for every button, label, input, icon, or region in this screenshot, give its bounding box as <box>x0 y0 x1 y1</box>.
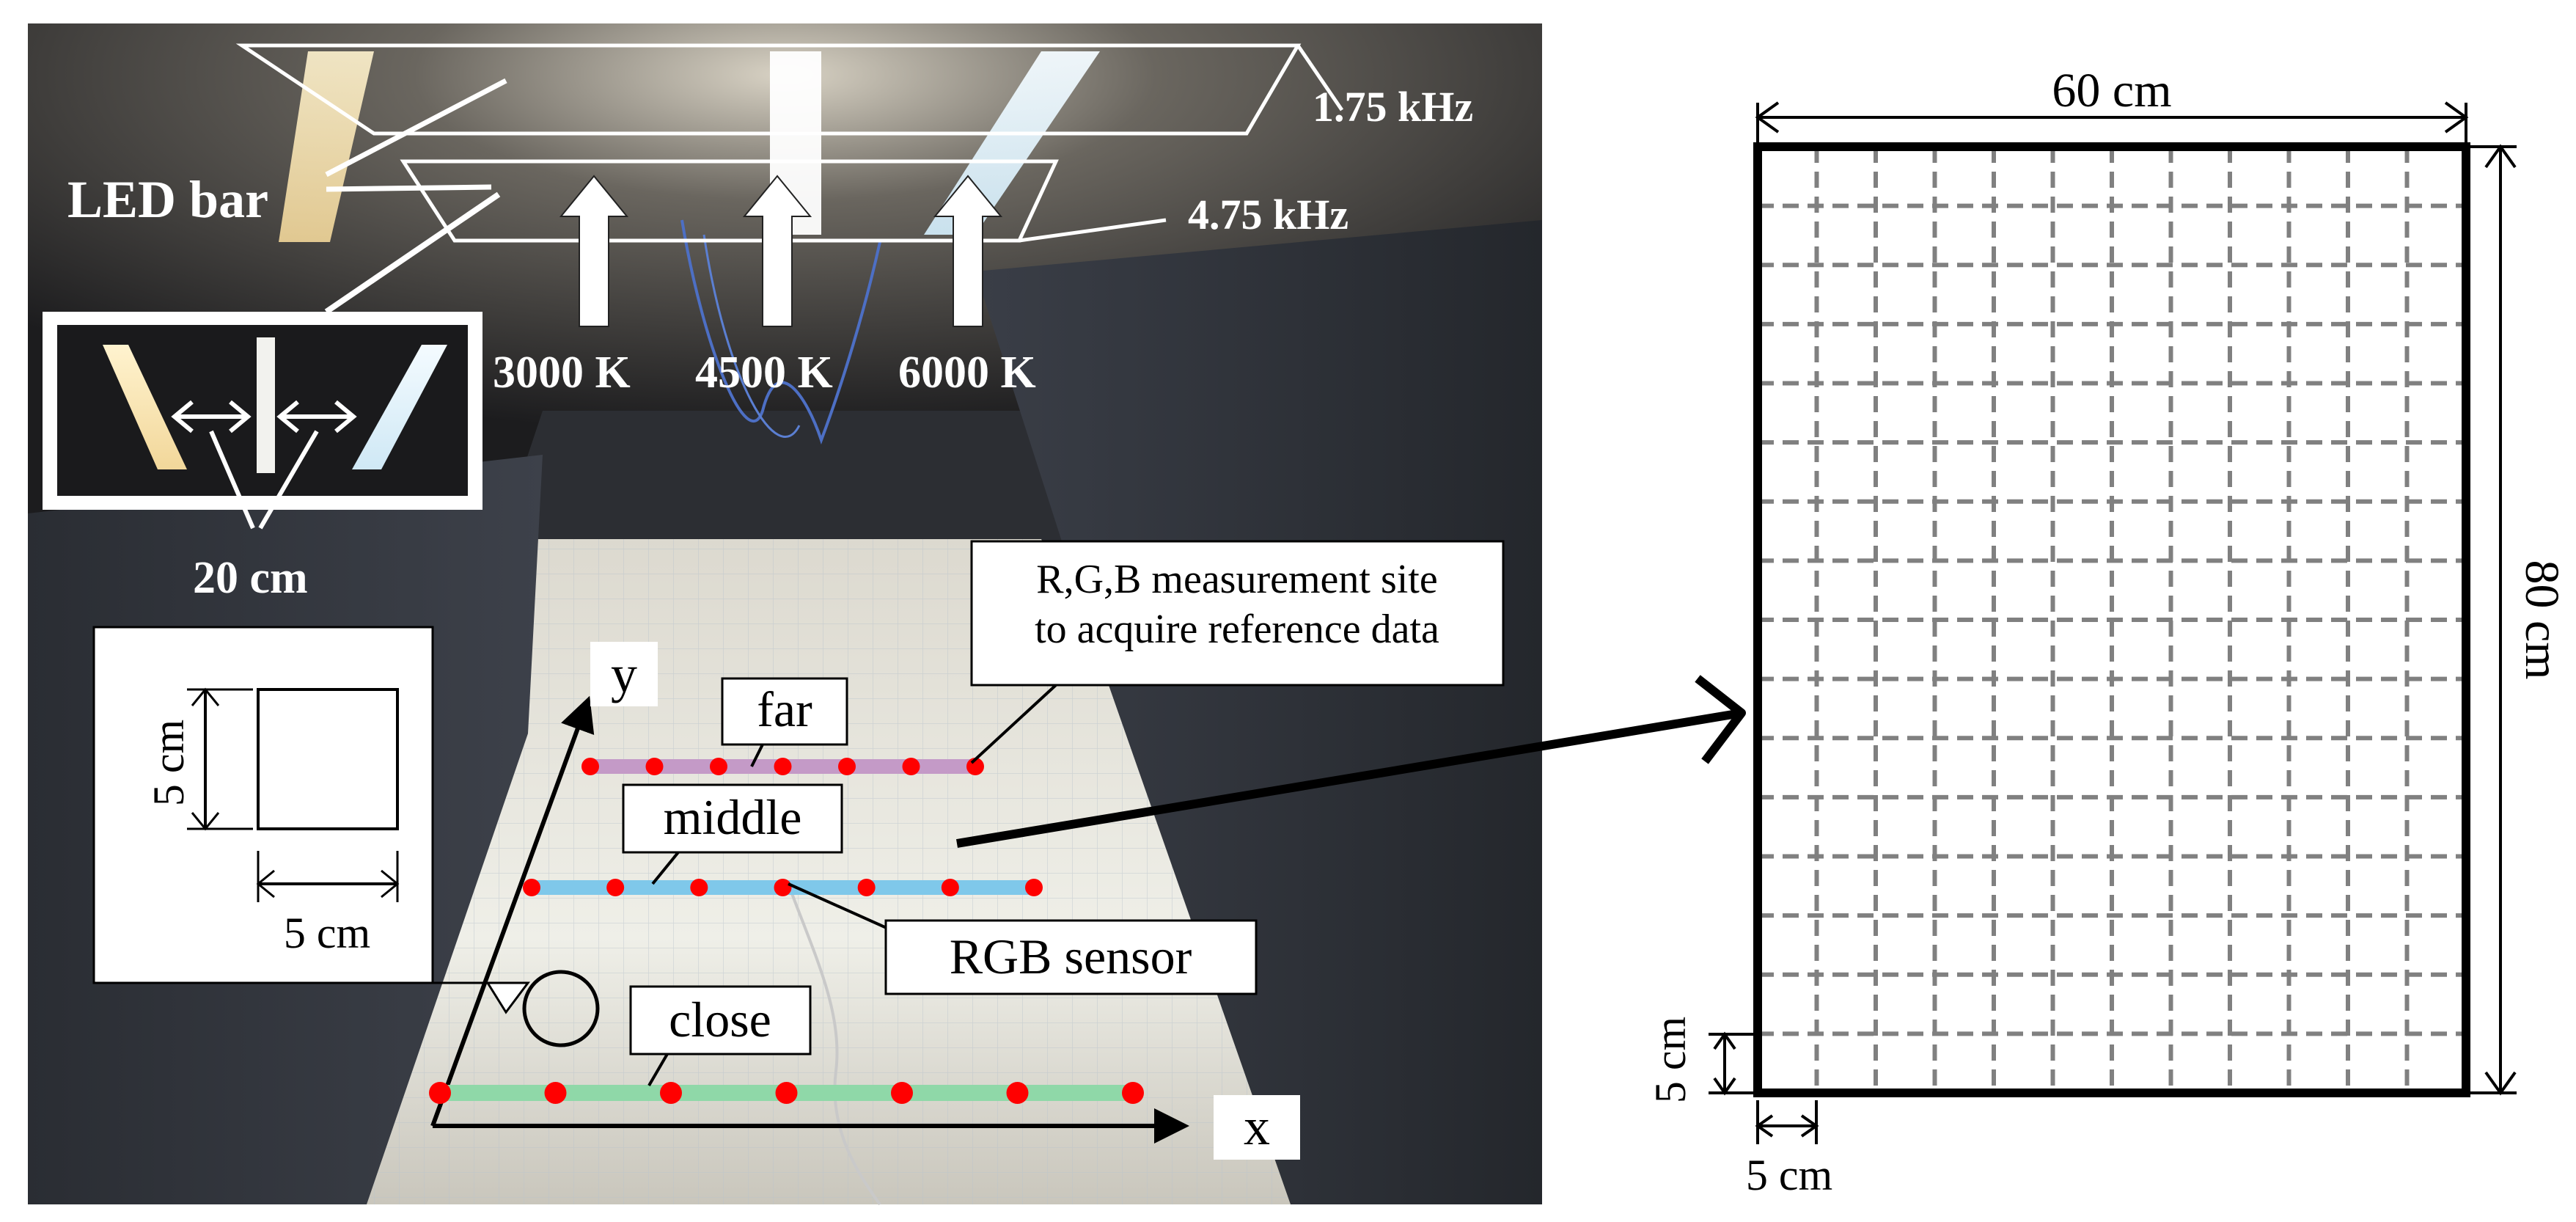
square-height-label: 5 cm <box>144 720 193 806</box>
plane-1-75khz <box>235 43 1302 136</box>
measurement-point <box>891 1082 913 1104</box>
far-label-box <box>721 677 848 746</box>
dim-arrowhead <box>1713 1077 1736 1096</box>
measurement-point <box>774 758 792 775</box>
measurement-callout-box <box>970 540 1505 687</box>
close-leader <box>647 1053 669 1087</box>
up-arrow-3000k <box>559 175 629 327</box>
measurement-rows <box>429 758 1144 1104</box>
inset-led-cool <box>352 345 447 469</box>
measurement-point <box>966 758 984 775</box>
frequency-bottom-label: 4.75 kHz <box>1188 191 1348 238</box>
color-temp-4500k: 4500 K <box>695 348 833 398</box>
inset-spacing-arrows <box>171 400 357 530</box>
measurement-point <box>690 879 708 896</box>
led-bar-leader-2 <box>326 184 492 192</box>
width-label: 60 cm <box>2052 64 2171 117</box>
frequency-top-label: 1.75 kHz <box>1313 83 1473 131</box>
sensor-leader <box>788 882 895 933</box>
measurement-point <box>1122 1082 1144 1104</box>
measurement-point <box>606 879 625 896</box>
cables <box>702 234 801 438</box>
measurement-point <box>902 758 920 775</box>
grid-outer-border <box>1753 142 2470 1097</box>
close-label: close <box>669 992 771 1047</box>
dim-arrowhead <box>1755 101 1780 133</box>
middle-label: middle <box>664 789 802 845</box>
dim-arrowhead <box>2484 1071 2517 1096</box>
measurement-point <box>660 1082 682 1104</box>
measurement-callout-line-2: to acquire reference data <box>1035 607 1439 652</box>
measurement-point <box>544 1082 567 1104</box>
color-temp-6000k: 6000 K <box>898 348 1036 398</box>
x-axis-label: x <box>1244 1097 1270 1156</box>
dim-arrowhead <box>381 869 400 899</box>
close-label-box <box>629 985 812 1055</box>
y-axis-label: y <box>611 645 637 703</box>
measurement-callout-line-1: R,G,B measurement site <box>1036 557 1437 602</box>
measurement-point <box>857 879 876 896</box>
measurement-callout-leader <box>970 684 1057 764</box>
cables <box>680 219 881 444</box>
led-bar-leader-1 <box>325 78 507 178</box>
measurement-point <box>775 1082 798 1104</box>
measurement-point <box>710 758 727 775</box>
dim-arrowhead <box>1755 1114 1774 1138</box>
measurement-point <box>429 1082 451 1104</box>
grid-dashes <box>1758 147 2466 1093</box>
square-5cm <box>257 688 399 830</box>
inset-led-neutral <box>257 337 275 473</box>
freq-bottom-leader <box>1019 218 1167 243</box>
cell-width-label: 5 cm <box>1746 1151 1832 1199</box>
inset-led-warm <box>103 345 187 469</box>
dim-arrowhead <box>191 687 220 706</box>
inset-leader <box>324 191 501 315</box>
link-arrow <box>956 709 1742 848</box>
square-inset-box <box>92 626 530 1014</box>
up-arrow-6000k <box>933 175 1003 327</box>
measurement-point <box>645 758 664 775</box>
up-arrow-4500k <box>742 175 812 327</box>
measurement-point <box>581 758 599 775</box>
dim-arrowhead <box>2444 101 2469 133</box>
x-axis-label-box <box>1214 1095 1300 1160</box>
sensor-label-box <box>884 919 1258 995</box>
measurement-point <box>941 879 959 896</box>
square-inset: 5 cm 5 cm <box>92 626 530 1014</box>
sensor-label: RGB sensor <box>950 929 1192 984</box>
middle-leader <box>651 851 680 885</box>
measurement-point <box>1006 1082 1029 1104</box>
photo-panel: 1.75 kHz 4.75 kHz LED bar 3000 K 4500 K … <box>28 23 1746 1206</box>
grid-diagram: 60 cm 80 cm 5 cm 5 cm <box>1646 64 2569 1199</box>
color-temp-3000k: 3000 K <box>493 348 631 398</box>
measurement-point <box>774 879 792 896</box>
height-label: 80 cm <box>2515 560 2569 679</box>
right-curtain <box>975 220 1542 1204</box>
sensor-footprint-circle <box>522 970 600 1047</box>
middle-label-box <box>622 783 843 854</box>
y-axis-label-box <box>590 642 658 706</box>
dim-arrowhead <box>2484 144 2517 169</box>
y-axis <box>430 695 595 1127</box>
cell-height-label: 5 cm <box>1646 1017 1695 1103</box>
measurement-point <box>1025 879 1043 896</box>
dim-arrowhead <box>191 812 220 831</box>
far-leader <box>750 744 764 767</box>
dim-arrowhead <box>1713 1031 1736 1050</box>
led-bar-3000k <box>279 51 374 242</box>
dim-arrowhead <box>256 869 275 899</box>
led-bar-label: LED bar <box>67 170 268 229</box>
freq-top-leader <box>1296 44 1344 111</box>
dim-arrowhead <box>1800 1114 1819 1138</box>
link-arrow-head <box>1695 675 1746 764</box>
spacing-label: 20 cm <box>193 553 308 603</box>
color-temp-arrows <box>559 175 1003 327</box>
far-label: far <box>757 681 812 737</box>
measurement-point <box>838 758 856 775</box>
led-inset <box>43 191 501 530</box>
sensor-cable <box>787 883 881 1206</box>
measurement-point <box>523 879 540 896</box>
square-width-label: 5 cm <box>284 909 370 957</box>
